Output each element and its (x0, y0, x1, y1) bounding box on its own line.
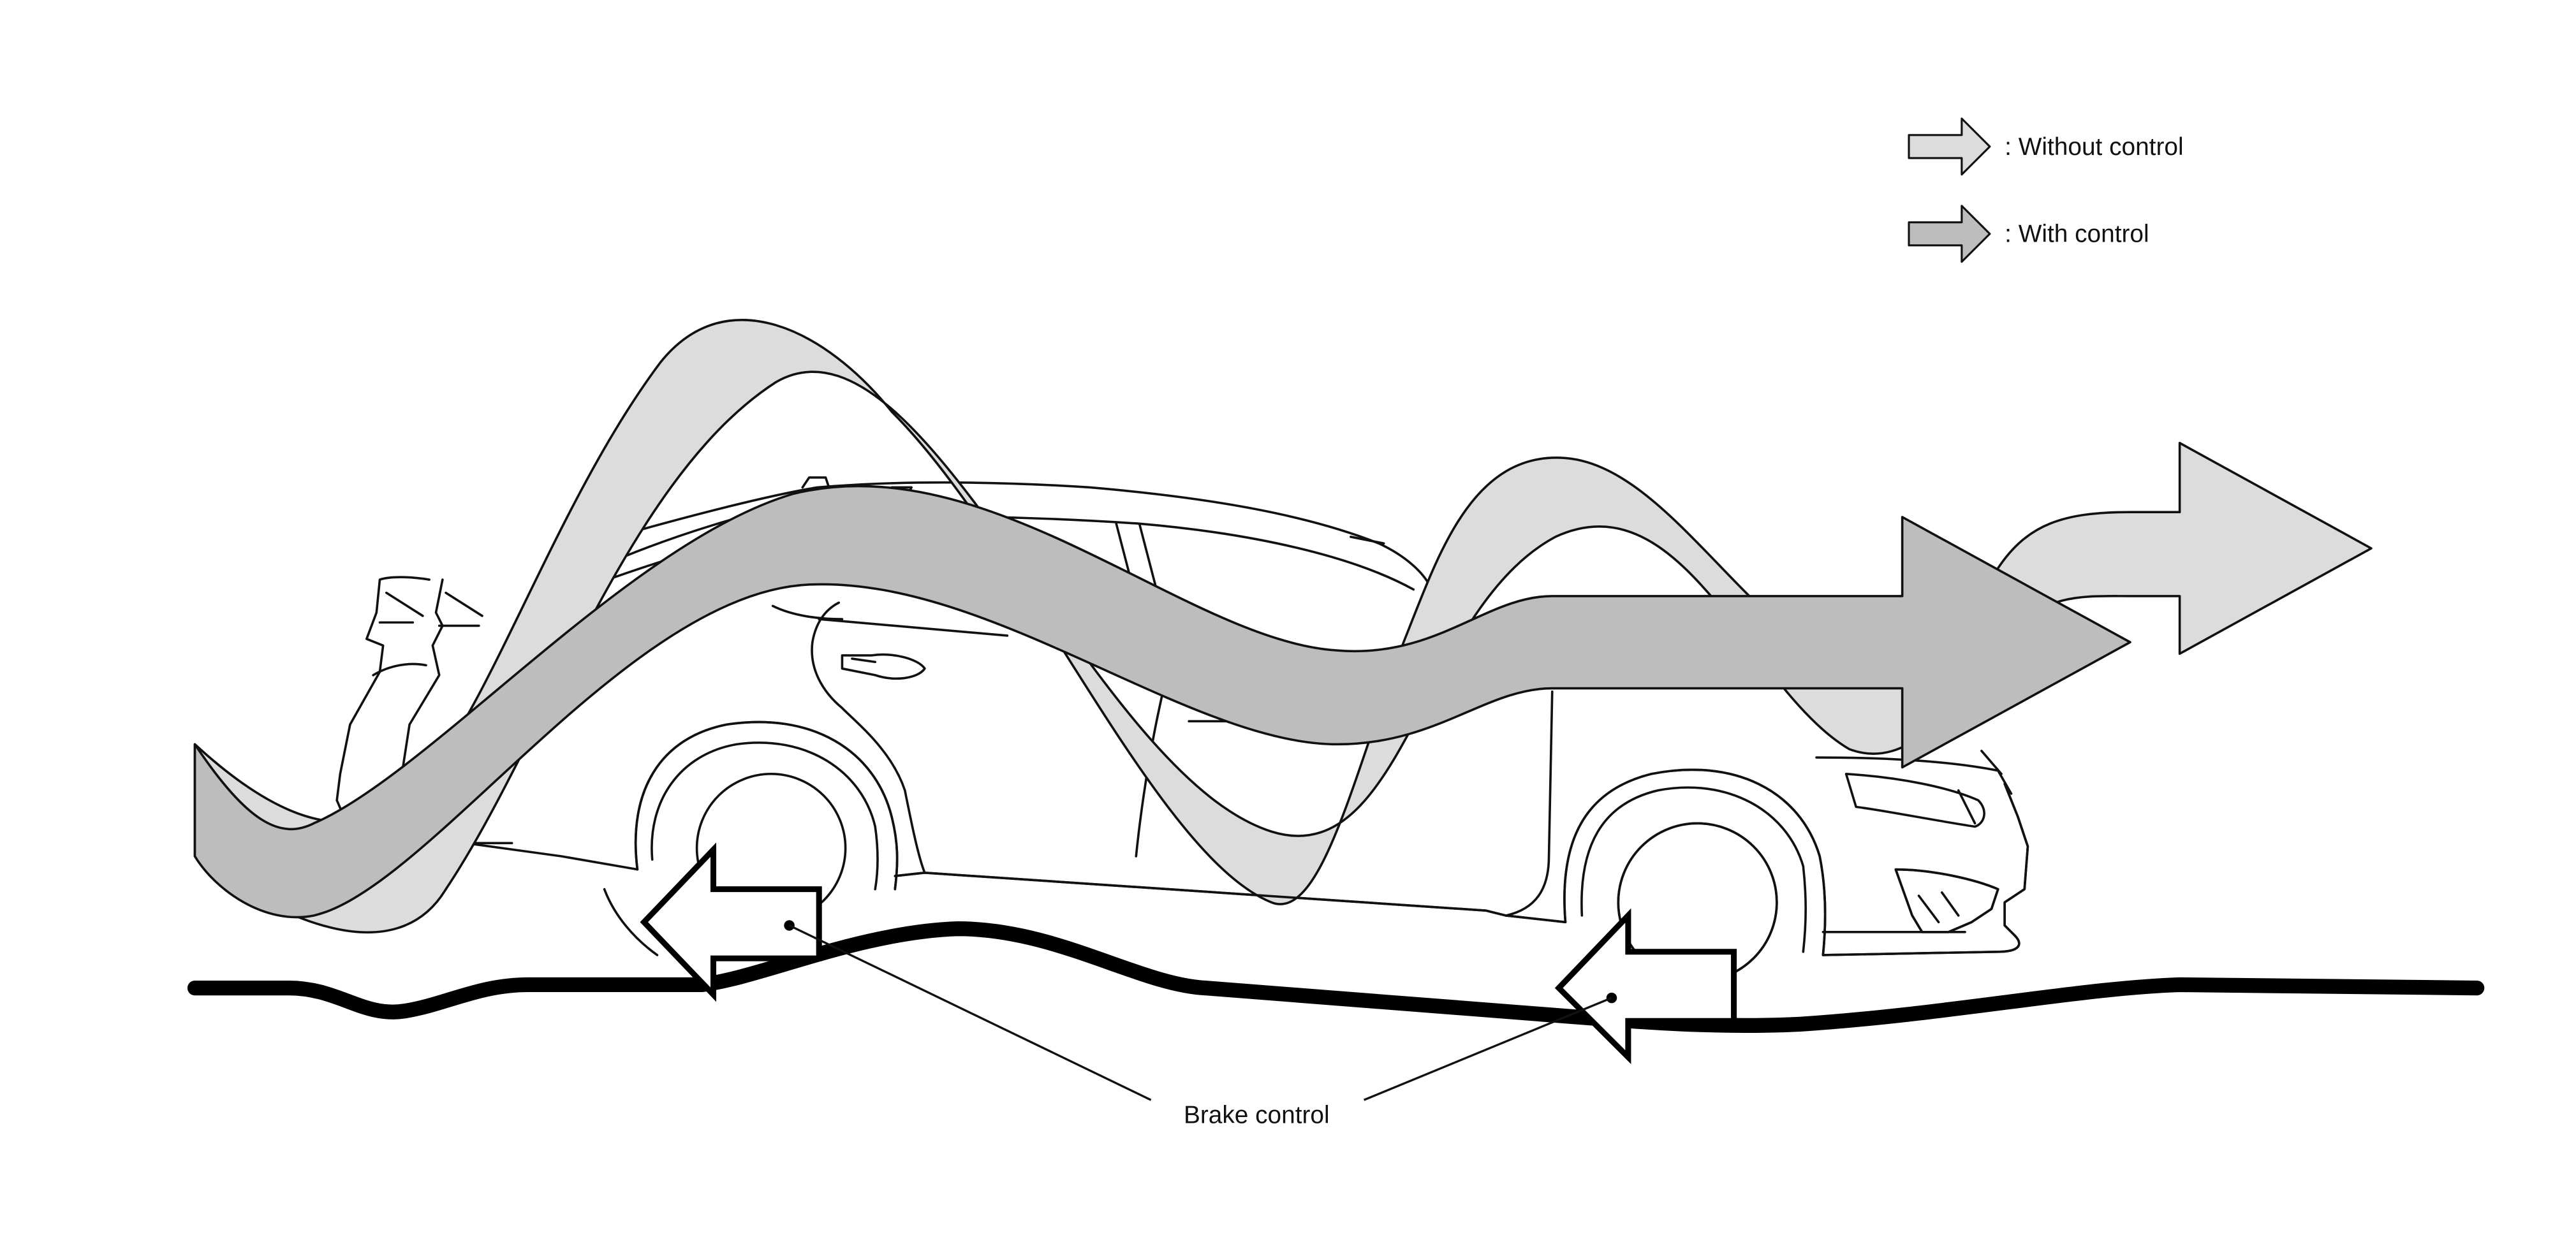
callout-leaders (788, 924, 1612, 1101)
legend-label-with-control: : With control (2005, 221, 2149, 248)
legend-swatch-without-control (1908, 117, 1991, 176)
legend: : Without control : With control (1908, 117, 2184, 263)
legend-item-without-control: : Without control (1908, 117, 2184, 176)
road-surface (187, 921, 2485, 1034)
without-control-arrow (193, 319, 2373, 933)
brake-control-label: Brake control (1184, 1101, 1330, 1129)
brake-arrow-front (1554, 908, 1737, 1064)
legend-label-without-control: : Without control (2005, 133, 2183, 161)
legend-item-with-control: : With control (1908, 205, 2149, 263)
legend-swatch-with-control (1908, 205, 1991, 263)
with-control-arrow (193, 485, 2131, 919)
